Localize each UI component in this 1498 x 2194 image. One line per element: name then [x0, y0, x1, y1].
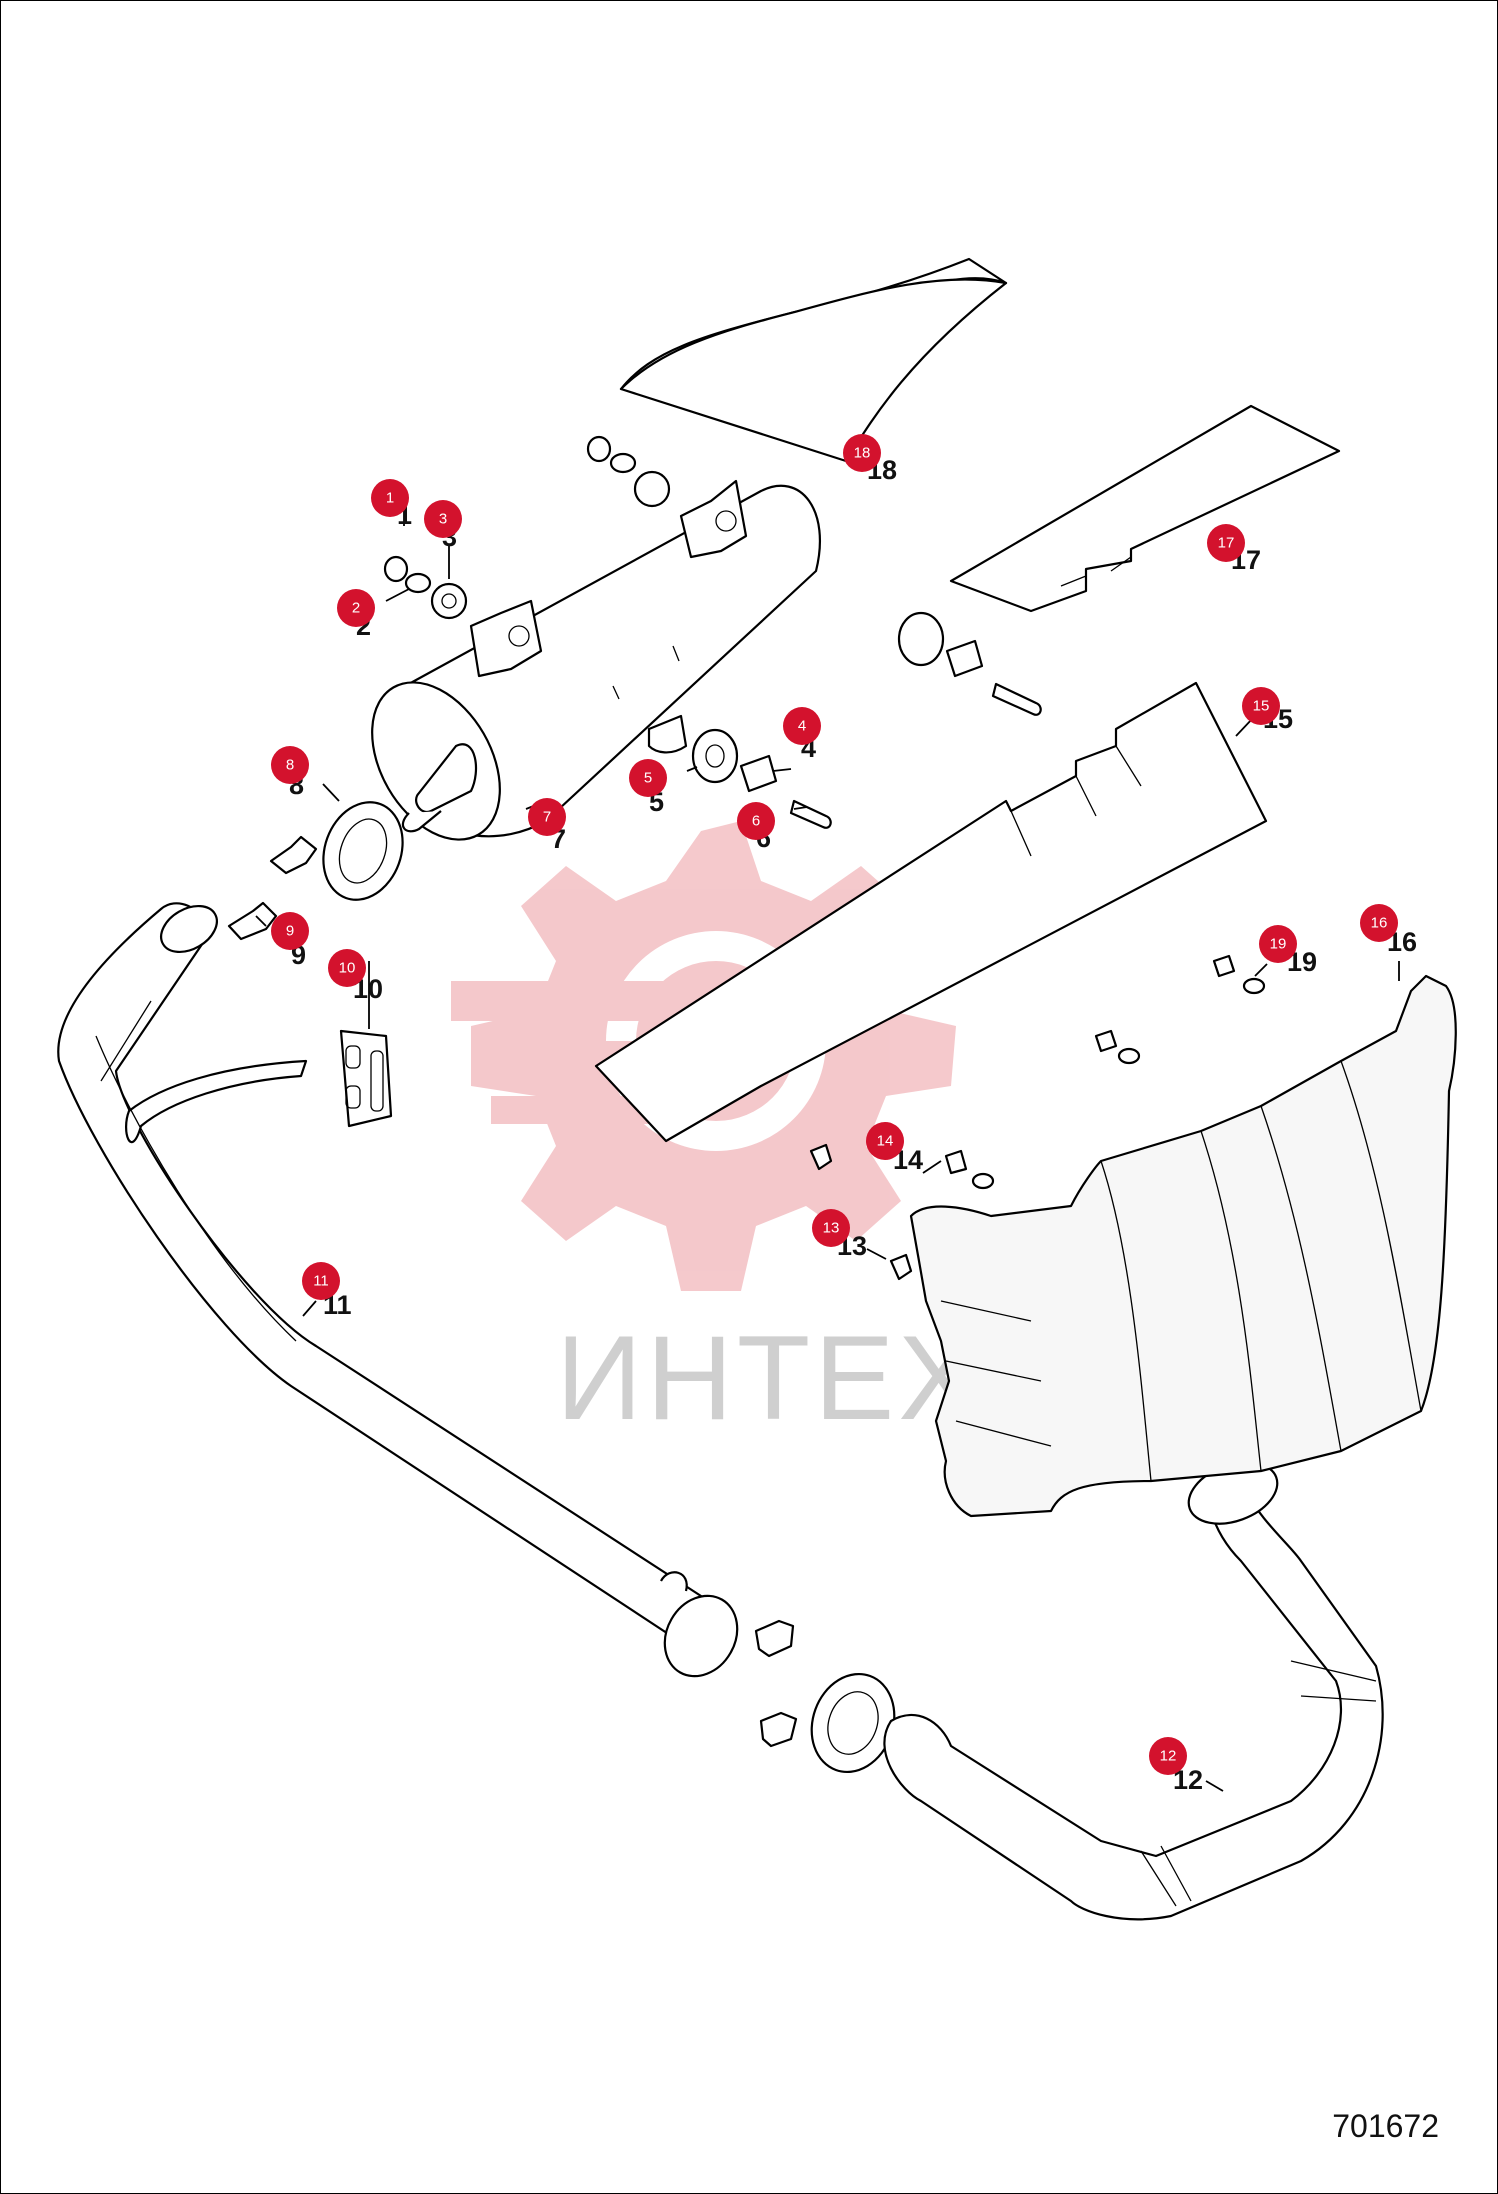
grommet-5	[691, 728, 739, 784]
spring-9a	[269, 835, 318, 875]
callout-badge-2[interactable]: 2	[337, 589, 375, 627]
callout-badge-16[interactable]: 16	[1360, 904, 1398, 942]
svg-text:11: 11	[313, 1273, 329, 1290]
callout-badges: 1 2 3 4 5 6 7 8 9 10 11 12 13 14 15 16 1…	[271, 434, 1398, 1775]
svg-text:10: 10	[339, 960, 356, 977]
callout-badge-10[interactable]: 10	[328, 949, 366, 987]
callout-badge-6[interactable]: 6	[737, 802, 775, 840]
callout-badge-3[interactable]: 3	[424, 500, 462, 538]
svg-text:7: 7	[543, 809, 551, 826]
push-clip-left	[809, 1143, 833, 1171]
svg-text:13: 13	[823, 1220, 840, 1237]
bolt-19	[1212, 954, 1236, 978]
bolt-6	[789, 799, 832, 829]
svg-text:4: 4	[798, 718, 806, 735]
washer-top	[609, 452, 637, 474]
svg-text:14: 14	[877, 1133, 894, 1150]
nut-top	[586, 435, 612, 463]
watermark-text: ИНТЕХ	[556, 1311, 982, 1445]
svg-text:1: 1	[386, 490, 394, 507]
leader-lines	[255, 506, 1400, 1792]
washer-19	[1242, 977, 1266, 995]
locknut-top	[633, 470, 671, 508]
callout-badge-11[interactable]: 11	[302, 1262, 340, 1300]
svg-text:9: 9	[286, 923, 294, 940]
callout-badge-4[interactable]: 4	[783, 707, 821, 745]
svg-text:17: 17	[1218, 535, 1235, 552]
svg-text:2: 2	[352, 600, 360, 617]
heat-shield-panel-18	[619, 278, 1008, 463]
sleeve-4	[739, 754, 778, 793]
heat-shield-panel-15	[594, 681, 1268, 1143]
heat-shield-panel-17	[949, 404, 1341, 613]
callout-badge-17[interactable]: 17	[1207, 524, 1245, 562]
spring-right-a	[754, 1619, 795, 1658]
callout-badge-8[interactable]: 8	[271, 746, 309, 784]
push-clip-13	[889, 1253, 913, 1281]
spring-right-b	[759, 1711, 798, 1748]
svg-text:16: 16	[1371, 915, 1388, 932]
callout-badge-14[interactable]: 14	[866, 1122, 904, 1160]
callout-badge-19[interactable]: 19	[1259, 925, 1297, 963]
nut-1	[383, 555, 409, 583]
document-number: 701672	[1332, 2108, 1439, 2144]
bolt-mid	[1094, 1029, 1118, 1053]
svg-text:19: 19	[1270, 936, 1287, 953]
svg-text:18: 18	[854, 445, 871, 462]
callout-badge-15[interactable]: 15	[1242, 687, 1280, 725]
washer-14	[971, 1172, 995, 1190]
svg-text:8: 8	[286, 757, 294, 774]
spring-9b	[227, 901, 278, 941]
washer-mid	[1117, 1047, 1141, 1065]
front-pipe-12	[883, 1461, 1384, 1921]
svg-text:5: 5	[644, 770, 652, 787]
tail-pipe-11	[57, 902, 739, 1678]
muffler	[371, 479, 821, 841]
callout-badge-12[interactable]: 12	[1149, 1737, 1187, 1775]
washer-2	[404, 572, 432, 594]
heat-shield-16	[909, 974, 1457, 1518]
callout-badge-9[interactable]: 9	[271, 912, 309, 950]
svg-text:3: 3	[439, 511, 447, 528]
bolt-14	[944, 1149, 968, 1175]
locknut-3	[430, 582, 468, 620]
svg-text:12: 12	[1160, 1748, 1177, 1765]
svg-text:15: 15	[1253, 698, 1270, 715]
callout-badge-7[interactable]: 7	[528, 798, 566, 836]
sleeve-right	[945, 639, 984, 678]
grommet-right	[897, 611, 945, 667]
callout-badge-13[interactable]: 13	[812, 1209, 850, 1247]
svg-text:6: 6	[752, 813, 760, 830]
gasket-ring-8	[322, 801, 404, 901]
callout-badge-18[interactable]: 18	[843, 434, 881, 472]
callout-badge-5[interactable]: 5	[629, 759, 667, 797]
bolt-right	[991, 682, 1042, 716]
callout-badge-1[interactable]: 1	[371, 479, 409, 517]
